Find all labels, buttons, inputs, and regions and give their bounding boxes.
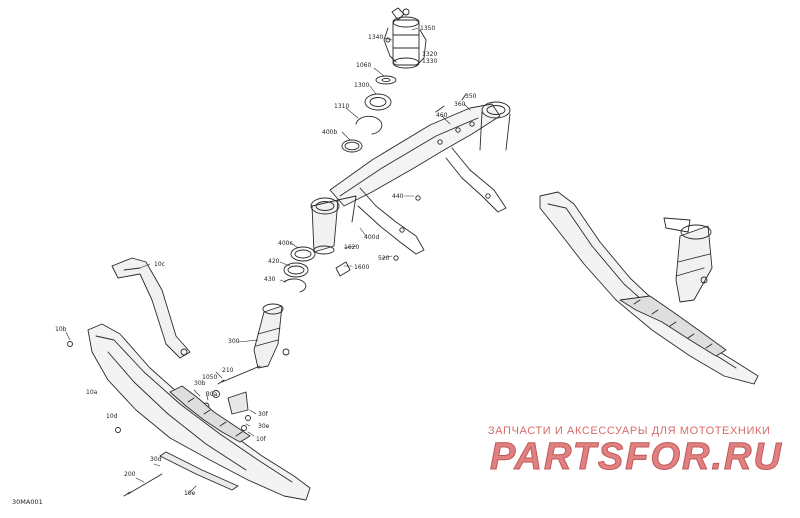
watermark-tagline: ЗАПЧАСТИ И АКСЕССУАРЫ ДЛЯ МОТОТЕХНИКИ xyxy=(488,425,771,437)
callout-210: 210 xyxy=(222,367,234,374)
callout-1620: 1620 xyxy=(344,244,360,251)
callout-350: 350 xyxy=(465,93,477,100)
callout-1310: 1310 xyxy=(334,103,350,110)
callout-440: 440 xyxy=(392,193,404,200)
ring-400b xyxy=(341,139,363,153)
callout-30b: 30b xyxy=(194,380,206,387)
callout-1350: 1350 xyxy=(420,25,436,32)
callout-400c: 400c xyxy=(278,240,293,247)
callout-30e: 30e xyxy=(258,423,270,430)
leader-lines xyxy=(65,27,471,495)
callout-460: 460 xyxy=(436,112,448,119)
left-ski xyxy=(87,323,311,501)
right-ski xyxy=(539,191,759,385)
callout-520: 520 xyxy=(378,255,390,262)
frame-crossmember xyxy=(329,93,511,255)
callout-1320: 1320 xyxy=(422,51,438,58)
callout-30f: 30f xyxy=(258,411,268,418)
callout-1600: 1600 xyxy=(354,264,370,271)
watermark-logo-text: PARTSFOR.RU xyxy=(490,437,783,478)
callout-1340: 1340 xyxy=(368,34,384,41)
watermark-logo: PARTSFOR.RU xyxy=(490,437,783,479)
hardware-small xyxy=(67,195,421,433)
callout-360: 360 xyxy=(454,101,466,108)
callout-10b: 10b xyxy=(55,326,67,333)
retaining-ring-1310 xyxy=(355,115,383,135)
callout-10d: 10d xyxy=(106,413,118,420)
ring-420 xyxy=(283,262,309,278)
washer-1060 xyxy=(375,75,397,85)
shock-top-assembly xyxy=(383,7,427,69)
right-spindle xyxy=(663,217,713,303)
callout-30d: 30d xyxy=(150,456,162,463)
callout-10f: 10f xyxy=(256,436,266,443)
bolt-200 xyxy=(123,473,163,497)
left-steering-column xyxy=(310,195,357,255)
callout-10a: 10a xyxy=(86,389,98,396)
ring-430 xyxy=(283,278,307,293)
bushing-1300 xyxy=(364,93,392,111)
callout-10e: 10e xyxy=(184,490,196,497)
callout-1330: 1330 xyxy=(422,58,438,65)
callout-1050: 1050 xyxy=(202,374,218,381)
bolt-210 xyxy=(217,365,261,385)
callout-30a: 30a xyxy=(206,391,218,398)
callout-430: 430 xyxy=(264,276,276,283)
callout-200: 200 xyxy=(124,471,136,478)
callout-10c: 10c xyxy=(154,261,165,268)
callout-400b: 400b xyxy=(322,129,338,136)
callout-420: 420 xyxy=(268,258,280,265)
spindle-300 xyxy=(253,303,290,369)
diagram-id: 30MA001 xyxy=(12,498,43,506)
ski-handle-10c xyxy=(111,257,191,359)
callout-400d: 400d xyxy=(364,234,380,241)
callout-300: 300 xyxy=(228,338,240,345)
callout-1060: 1060 xyxy=(356,62,372,69)
ski-runner-10e xyxy=(159,451,239,491)
callout-1300: 1300 xyxy=(354,82,370,89)
ring-400c xyxy=(290,246,316,262)
